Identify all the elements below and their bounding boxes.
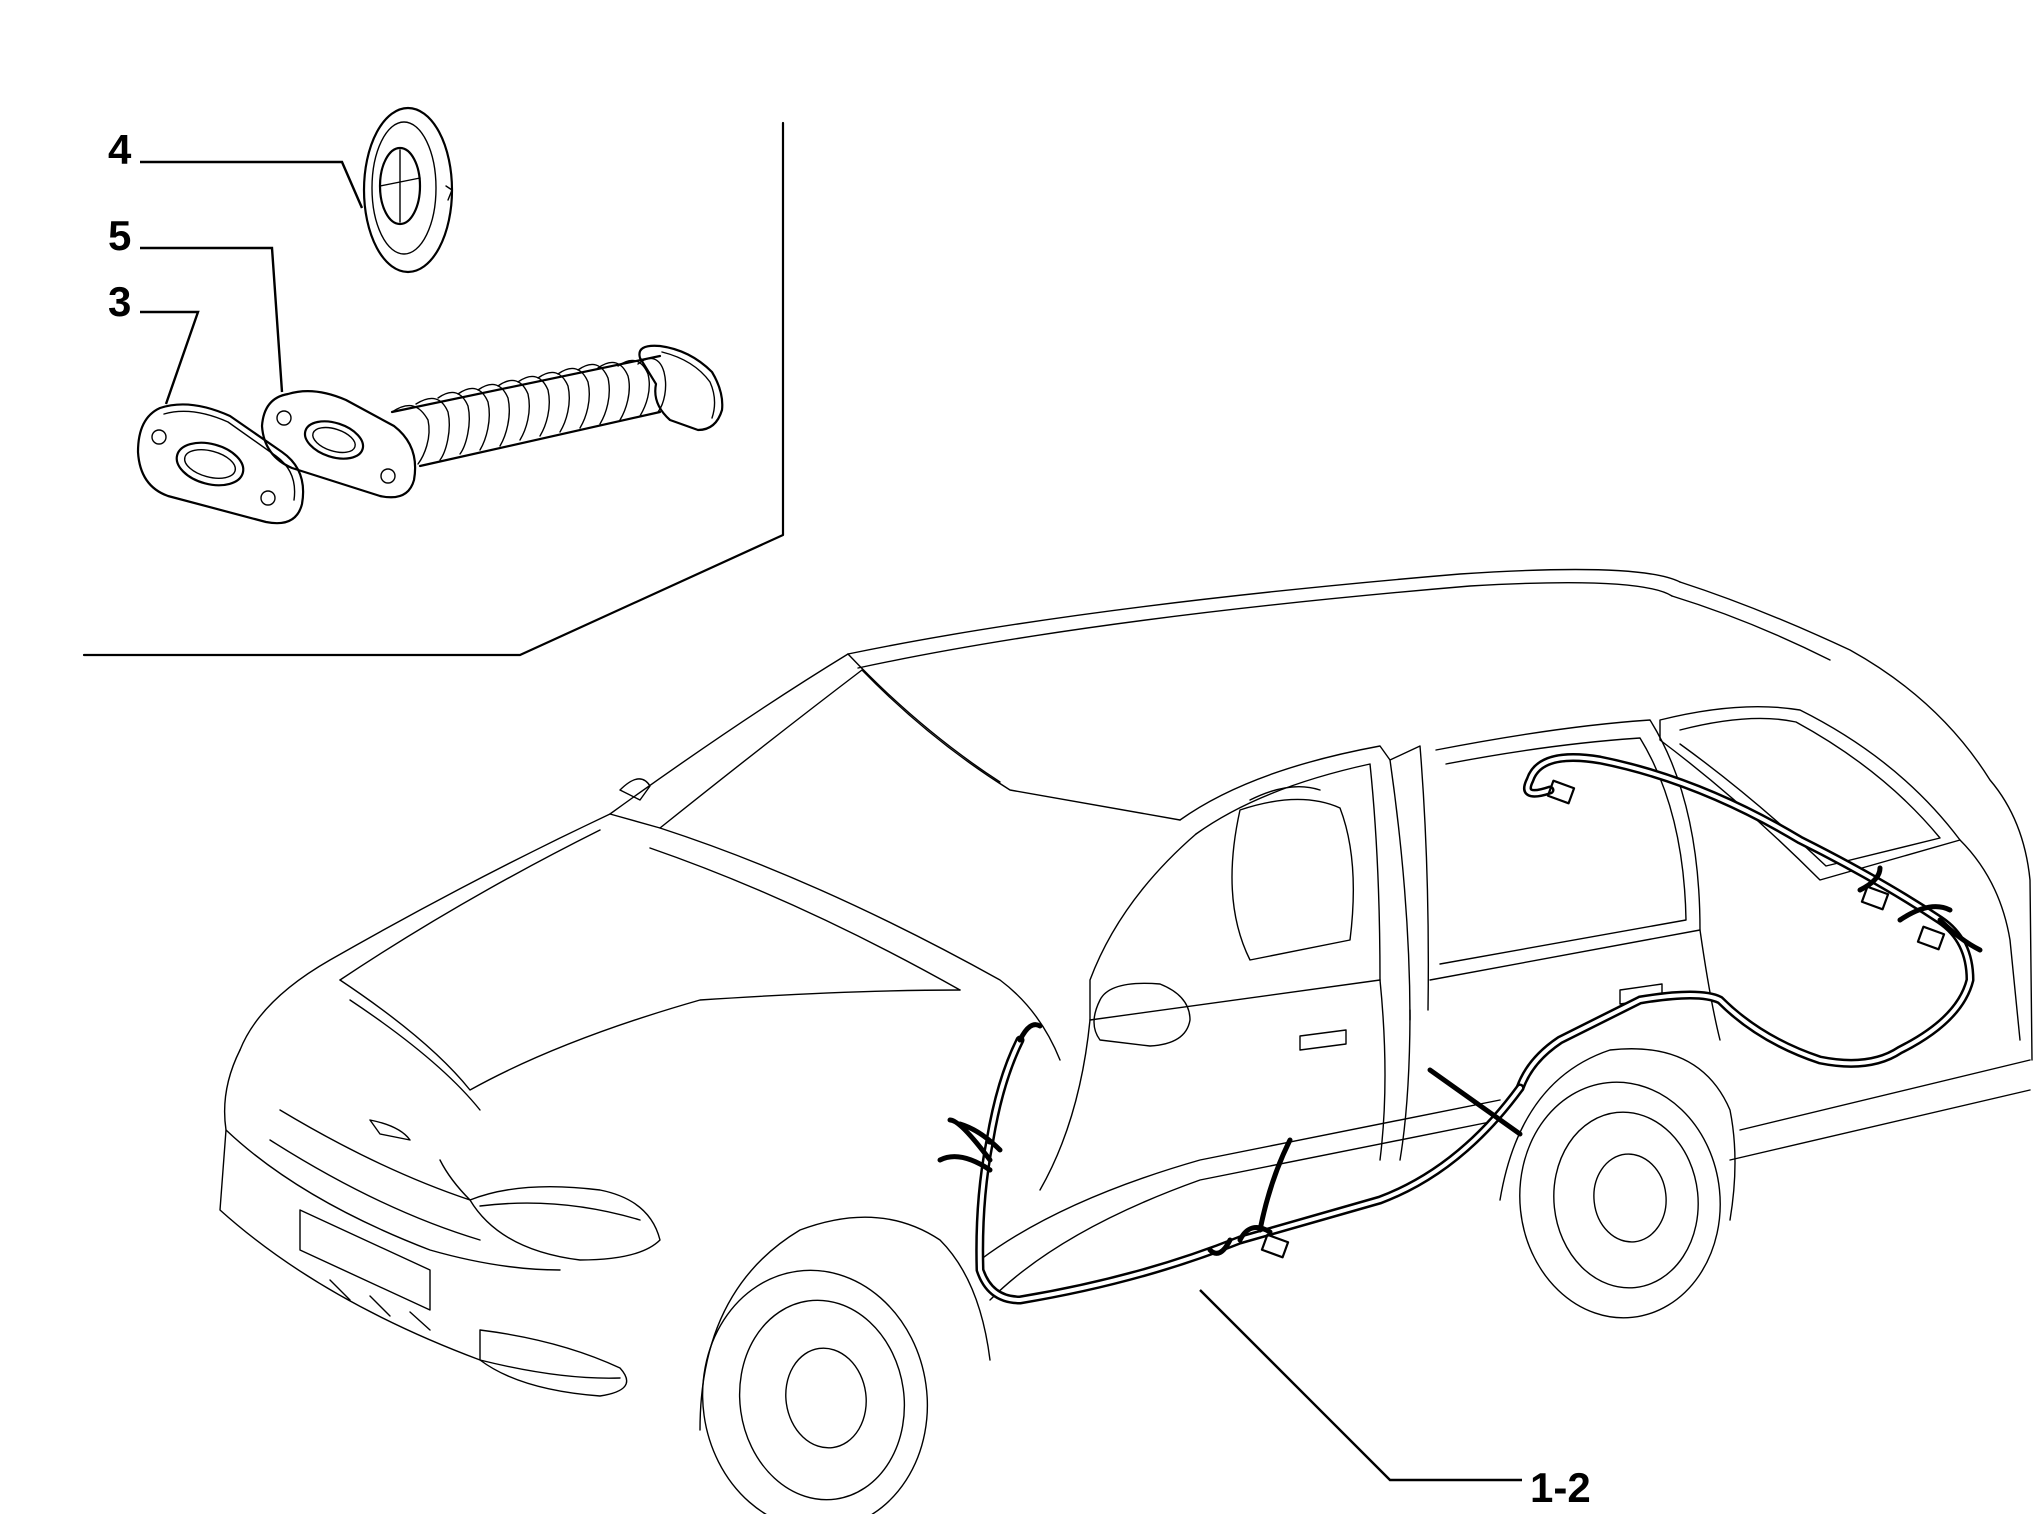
inset-frame: [82, 121, 785, 657]
part-3-grommet-plate: [136, 403, 305, 525]
leader-line-1-2: [1199, 1289, 1522, 1482]
callout-1-2: 1-2: [1530, 1464, 1591, 1511]
wiring-harness: [937, 753, 1983, 1305]
callout-4: 4: [108, 126, 132, 173]
car-body-outline: [219, 568, 2033, 1514]
part-4-plug-grommet: [362, 106, 454, 274]
part-5-corrugated-sleeve: [260, 344, 724, 499]
leader-lines-inset: [140, 160, 364, 405]
callout-5: 5: [108, 212, 131, 259]
callout-3: 3: [108, 278, 131, 325]
